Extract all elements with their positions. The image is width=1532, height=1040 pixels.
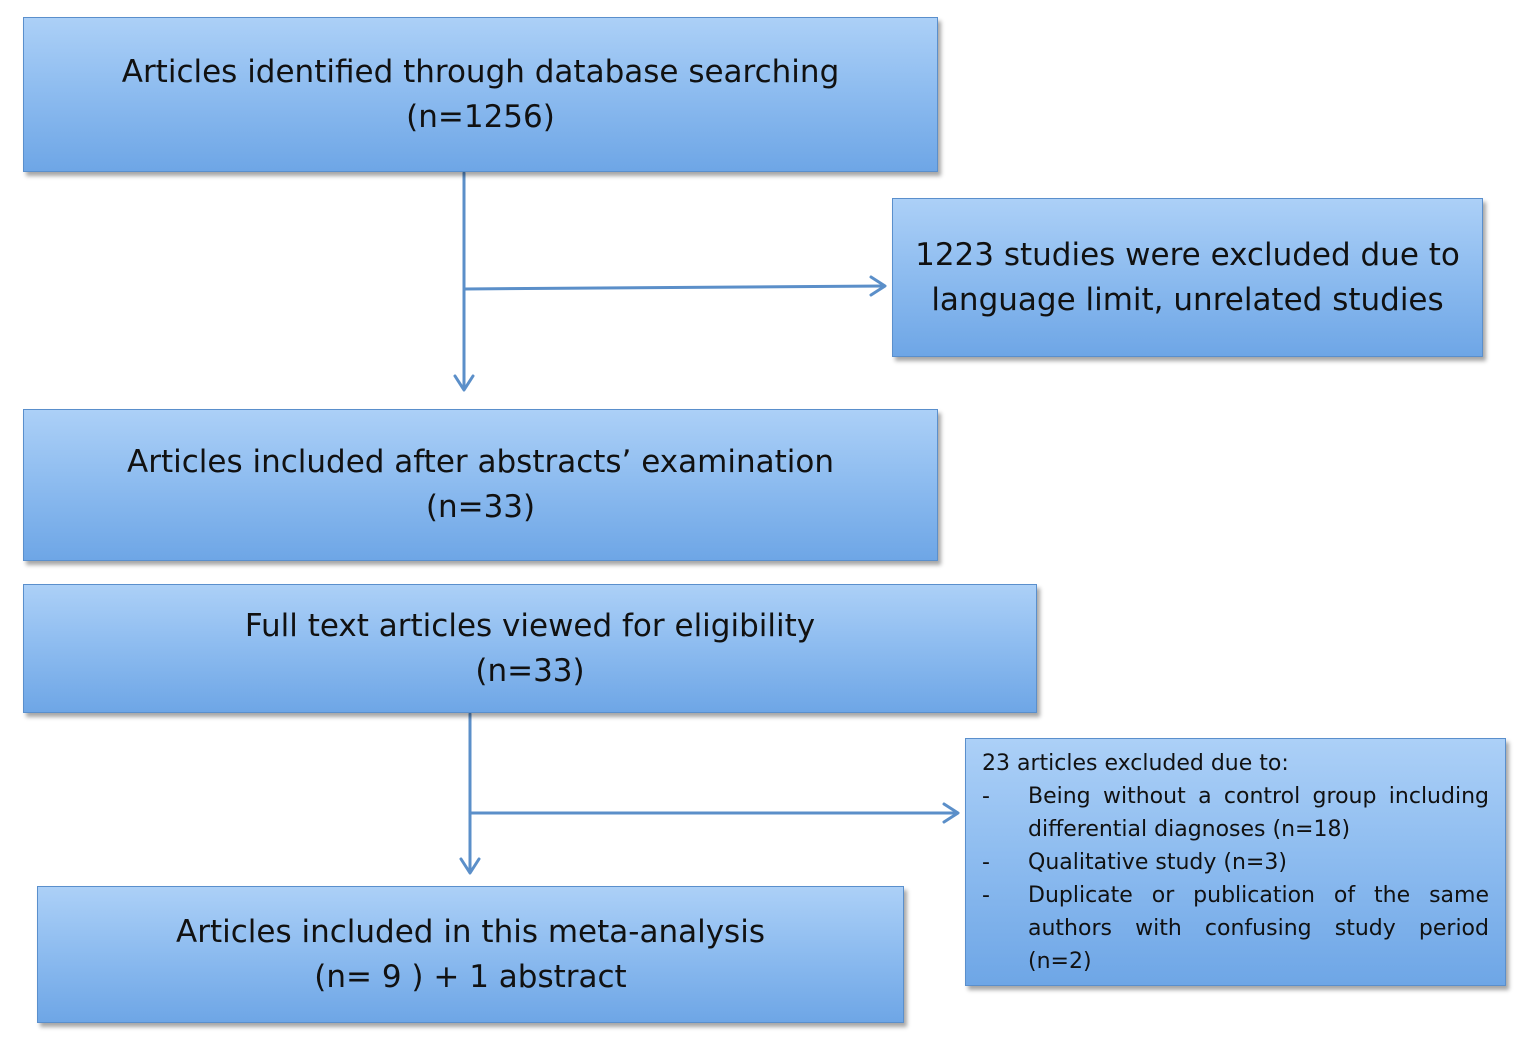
exclusion-reason: Being without a control group including … xyxy=(1028,784,1489,842)
box-text-line: Articles included in this meta-analysis xyxy=(176,913,765,950)
arrowhead-to-eligibility-exclusion xyxy=(942,802,960,824)
box-text-line: 1223 studies were excluded due to xyxy=(915,236,1460,273)
box-abstracts-included: Articles included after abstracts’ exami… xyxy=(23,409,938,561)
box-final-included: Articles included in this meta-analysis … xyxy=(37,886,904,1023)
box-excluded-eligibility: 23 articles excluded due to: - Being wit… xyxy=(965,738,1506,986)
exclusion-heading: 23 articles excluded due to: xyxy=(982,751,1289,776)
list-item: - Qualitative study (n=3) xyxy=(982,846,1489,879)
arrowhead-to-final xyxy=(459,857,481,875)
box-count: (n=33) xyxy=(425,489,536,525)
list-item: - Duplicate or publication of the same a… xyxy=(982,879,1489,978)
exclusion-reason: Duplicate or publication of the same aut… xyxy=(1028,883,1489,974)
exclusion-reason-list: - Being without a control group includin… xyxy=(982,780,1489,978)
connector-to-language-exclusion xyxy=(462,284,886,291)
box-text-line: Articles identified through database sea… xyxy=(121,53,840,90)
exclusion-reason: Qualitative study (n=3) xyxy=(1028,850,1287,875)
box-count: (n= 9 ) + 1 abstract xyxy=(314,958,627,995)
box-fulltext-eligibility: Full text articles viewed for eligibilit… xyxy=(23,584,1037,713)
list-item: - Being without a control group includin… xyxy=(982,780,1489,846)
box-articles-identified: Articles identified through database sea… xyxy=(23,17,938,172)
box-count: (n=1256) xyxy=(406,98,555,135)
box-excluded-language: 1223 studies were excluded due to langua… xyxy=(892,198,1483,357)
list-bullet: - xyxy=(982,784,990,809)
list-bullet: - xyxy=(982,883,990,908)
list-bullet: - xyxy=(982,850,990,875)
box-count: (n=33) xyxy=(475,652,585,689)
box-text-line: Articles included after abstracts’ exami… xyxy=(127,444,834,480)
arrowhead-to-language-exclusion xyxy=(869,275,887,297)
box-text-line: language limit, unrelated studies xyxy=(931,281,1444,318)
box-text-line: Full text articles viewed for eligibilit… xyxy=(244,607,816,644)
arrowhead-to-abstracts xyxy=(453,374,475,392)
